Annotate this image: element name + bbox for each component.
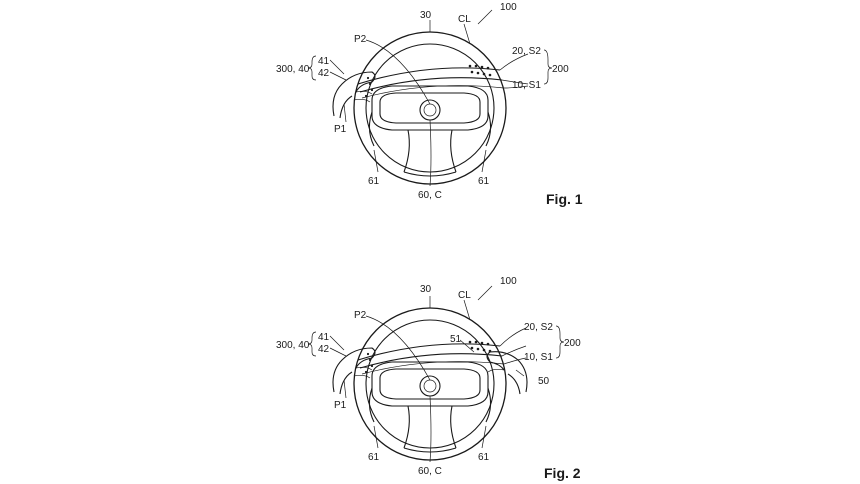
label-300-40: 300, 40 (276, 64, 310, 75)
label-60-c: 60, C (418, 466, 442, 477)
steering-wheel (353, 31, 507, 185)
figure-2: 100 30 CL P2 20, S2 10, S1 200 51 50 300… (276, 276, 581, 481)
label-100: 100 (500, 276, 517, 287)
label-61-left: 61 (368, 452, 380, 463)
label-30: 30 (420, 10, 432, 21)
label-cl: CL (458, 14, 471, 25)
label-42: 42 (318, 68, 330, 79)
figure-caption: Fig. 2 (544, 465, 581, 481)
leader-lines (329, 9, 553, 187)
label-30: 30 (420, 284, 432, 295)
steering-wheel (353, 307, 507, 461)
label-41: 41 (318, 332, 330, 343)
label-42: 42 (318, 344, 330, 355)
label-20-s2: 20, S2 (524, 322, 553, 333)
label-50: 50 (538, 376, 550, 387)
label-61-left: 61 (368, 176, 380, 187)
label-41: 41 (318, 56, 330, 67)
label-cl: CL (458, 290, 471, 301)
figure-caption: Fig. 1 (546, 191, 583, 207)
label-51: 51 (450, 334, 462, 345)
leader-lines (329, 285, 565, 463)
label-10-s1: 10, S1 (524, 352, 553, 363)
label-10-s1: 10, S1 (512, 80, 541, 91)
label-300-40: 300, 40 (276, 340, 310, 351)
label-20-s2: 20, S2 (512, 46, 541, 57)
label-200: 200 (552, 64, 569, 75)
label-p1: P1 (334, 124, 347, 135)
right-hand (486, 351, 528, 395)
label-60-c: 60, C (418, 190, 442, 201)
label-200: 200 (564, 338, 581, 349)
label-p2: P2 (354, 310, 367, 321)
label-p2: P2 (354, 34, 367, 45)
label-61-right: 61 (478, 176, 490, 187)
figure-1: 100 30 CL P2 20, S2 10, S1 200 300, 40 4… (276, 2, 583, 207)
label-100: 100 (500, 2, 517, 13)
figure-1-labels: 100 30 CL P2 20, S2 10, S1 200 300, 40 4… (276, 2, 583, 207)
label-61-right: 61 (478, 452, 490, 463)
label-p1: P1 (334, 400, 347, 411)
figure-2-labels: 100 30 CL P2 20, S2 10, S1 200 51 50 300… (276, 276, 581, 481)
